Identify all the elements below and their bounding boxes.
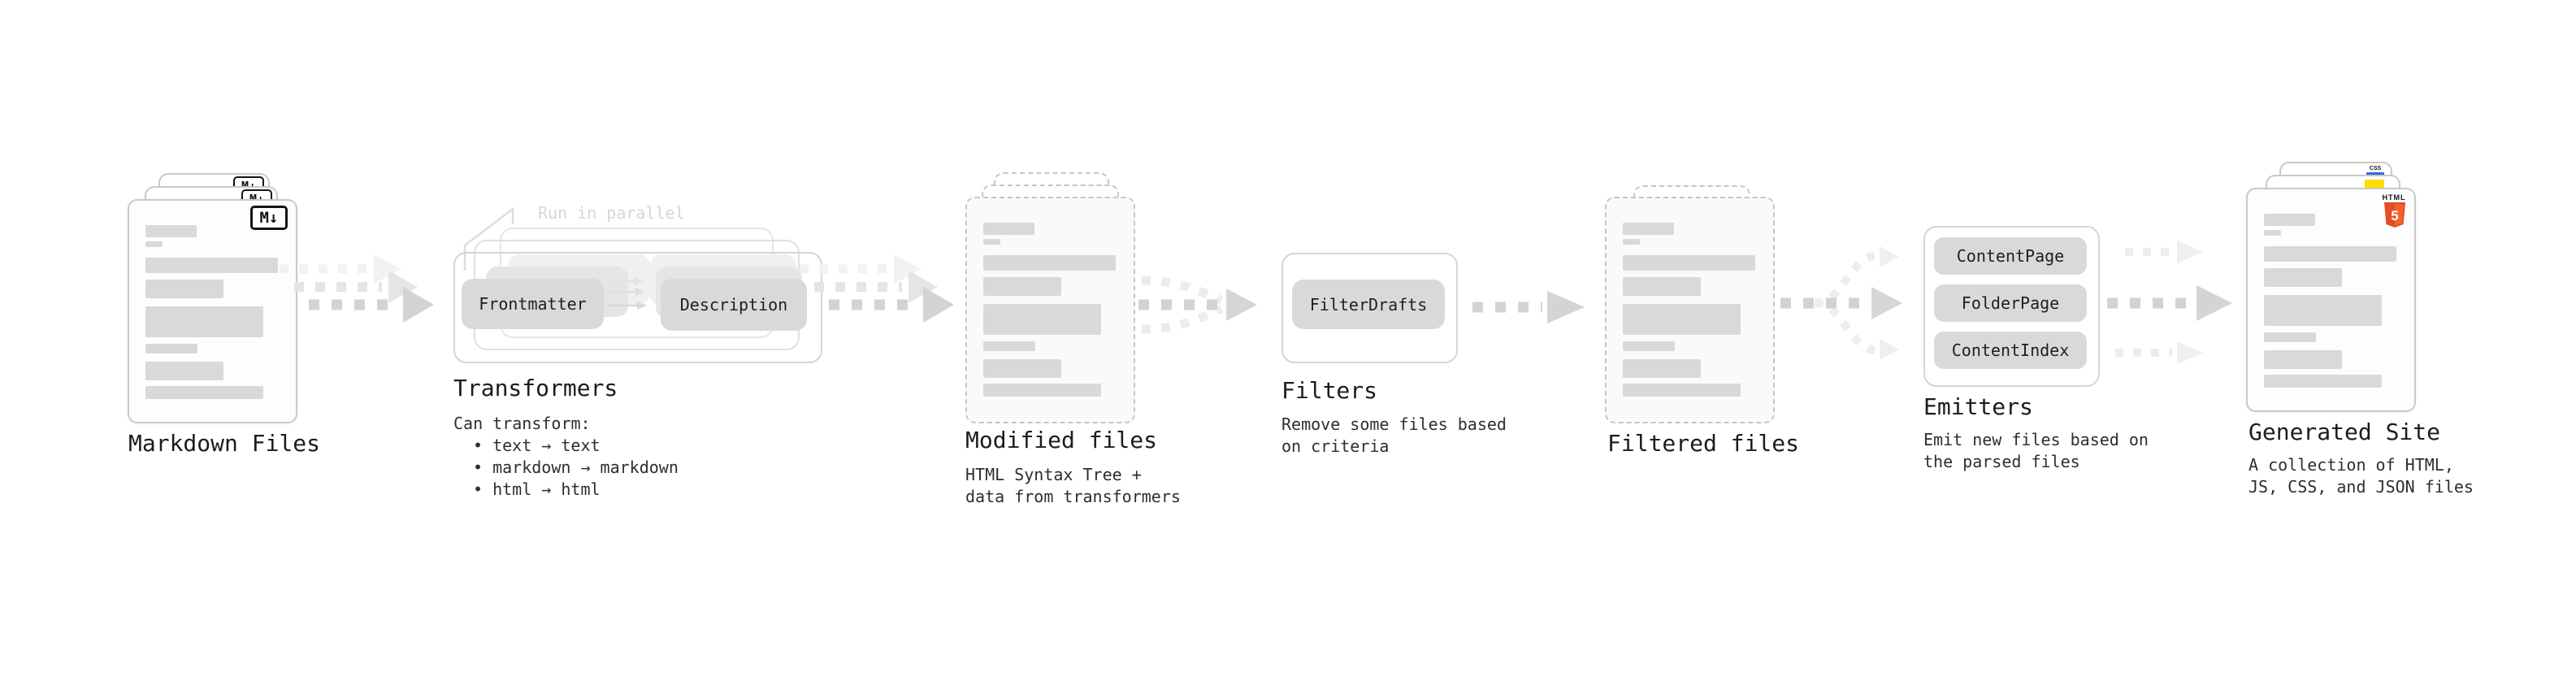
flow-arrow-modified-to-filters-merge [1138, 275, 1257, 334]
placeholder-text-bar [983, 277, 1061, 296]
placeholder-text-bar [983, 255, 1116, 271]
placeholder-text-bar [145, 344, 197, 354]
modified-file-card [965, 197, 1135, 423]
markdown-file-card: M↓ [128, 199, 297, 423]
subtitle-line: Emit new files based on [1923, 430, 2149, 449]
run-in-parallel-label: Run in parallel [538, 203, 685, 223]
flow-arrows-emitters-to-generated [2107, 241, 2232, 364]
can-transform-heading: Can transform: [453, 414, 591, 433]
placeholder-text-bar [983, 304, 1101, 335]
placeholder-text-bar [1623, 359, 1701, 378]
placeholder-text-bar [2264, 230, 2281, 236]
placeholder-text-bar [983, 223, 1034, 235]
transformer-pill-description: Description [661, 279, 807, 331]
placeholder-text-bar [145, 306, 263, 337]
placeholder-text-bar [1623, 223, 1674, 235]
filters-box [1281, 253, 1458, 363]
placeholder-text-bar [1623, 239, 1640, 245]
stage-title-modified-files: Modified files [965, 427, 1158, 453]
placeholder-text-bar [2264, 375, 2382, 388]
placeholder-text-bar [2264, 268, 2342, 287]
placeholder-text-bar [145, 386, 263, 399]
html5-icon: HTML 5 [2382, 193, 2406, 231]
placeholder-text-bar [145, 225, 197, 237]
transform-bullet: • html → html [473, 479, 601, 499]
stage-title-filtered-files: Filtered files [1607, 430, 1800, 457]
placeholder-text-bar [1623, 384, 1741, 397]
filtered-file-card [1605, 197, 1775, 423]
transformer-box-front [453, 252, 822, 363]
placeholder-text-bar [2264, 246, 2396, 262]
placeholder-text-bar [145, 258, 278, 273]
filter-pill-filterdrafts: FilterDrafts [1292, 280, 1445, 329]
stage-description-modified-files: HTML Syntax Tree + data from transformer… [965, 464, 1181, 508]
emitter-pill-contentindex: ContentIndex [1934, 332, 2087, 369]
stage-title-markdown-files: Markdown Files [128, 430, 321, 457]
stage-description-transformers: Can transform: • text → text • markdown … [453, 413, 679, 501]
placeholder-text-bar [1623, 341, 1675, 351]
subtitle-line: HTML Syntax Tree + [965, 465, 1142, 484]
placeholder-text-bar [983, 341, 1035, 351]
subtitle-line: the parsed files [1923, 452, 2080, 471]
js-icon [2365, 180, 2384, 189]
stage-description-emitters: Emit new files based on the parsed files [1923, 429, 2149, 473]
placeholder-text-bar [1623, 277, 1701, 296]
file-content-placeholder [145, 225, 278, 399]
placeholder-text-bar [983, 239, 1000, 245]
subtitle-line: on criteria [1281, 436, 1390, 456]
generated-site-card: HTML 5 [2246, 188, 2416, 412]
stage-description-generated-site: A collection of HTML, JS, CSS, and JSON … [2249, 454, 2474, 498]
placeholder-text-bar [1623, 255, 1755, 271]
placeholder-text-bar [145, 362, 223, 380]
markdown-icon: M↓ [250, 206, 288, 230]
file-content-placeholder [1623, 223, 1755, 397]
stage-title-generated-site: Generated Site [2249, 419, 2441, 445]
emitter-pill-contentpage: ContentPage [1934, 237, 2087, 275]
placeholder-text-bar [2264, 350, 2342, 369]
transformer-pill-frontmatter: Frontmatter [462, 279, 604, 329]
flow-arrow-filtered-to-emitters-diverge [1780, 246, 1902, 360]
placeholder-text-bar [145, 280, 223, 298]
css-icon: CSS [2366, 166, 2384, 176]
flow-arrow-filters-to-filtered [1472, 291, 1585, 323]
transform-bullet: • markdown → markdown [473, 458, 679, 477]
placeholder-text-bar [2264, 332, 2316, 342]
subtitle-line: data from transformers [965, 487, 1181, 506]
parallel-arrows-icon [609, 277, 647, 310]
stage-title-emitters: Emitters [1923, 393, 2033, 420]
stage-title-filters: Filters [1281, 377, 1378, 404]
subtitle-line: A collection of HTML, [2249, 455, 2454, 475]
svg-text:5: 5 [2391, 208, 2398, 223]
emitters-box [1923, 226, 2100, 387]
placeholder-text-bar [145, 241, 163, 247]
flow-arrow-markdown-to-transformers [280, 254, 434, 323]
placeholder-text-bar [2264, 295, 2382, 326]
emitter-pill-folderpage: FolderPage [1934, 284, 2087, 322]
transform-bullet: • text → text [473, 436, 601, 455]
placeholder-text-bar [983, 359, 1061, 378]
file-content-placeholder [983, 223, 1116, 397]
stage-description-filters: Remove some files based on criteria [1281, 414, 1507, 458]
flow-arrow-transformers-to-modified [800, 254, 954, 323]
placeholder-text-bar [983, 384, 1101, 397]
stage-title-transformers: Transformers [453, 375, 618, 401]
placeholder-text-bar [1623, 304, 1741, 335]
file-content-placeholder [2264, 214, 2396, 388]
subtitle-line: JS, CSS, and JSON files [2249, 477, 2474, 497]
placeholder-text-bar [2264, 214, 2315, 226]
subtitle-line: Remove some files based [1281, 414, 1507, 434]
